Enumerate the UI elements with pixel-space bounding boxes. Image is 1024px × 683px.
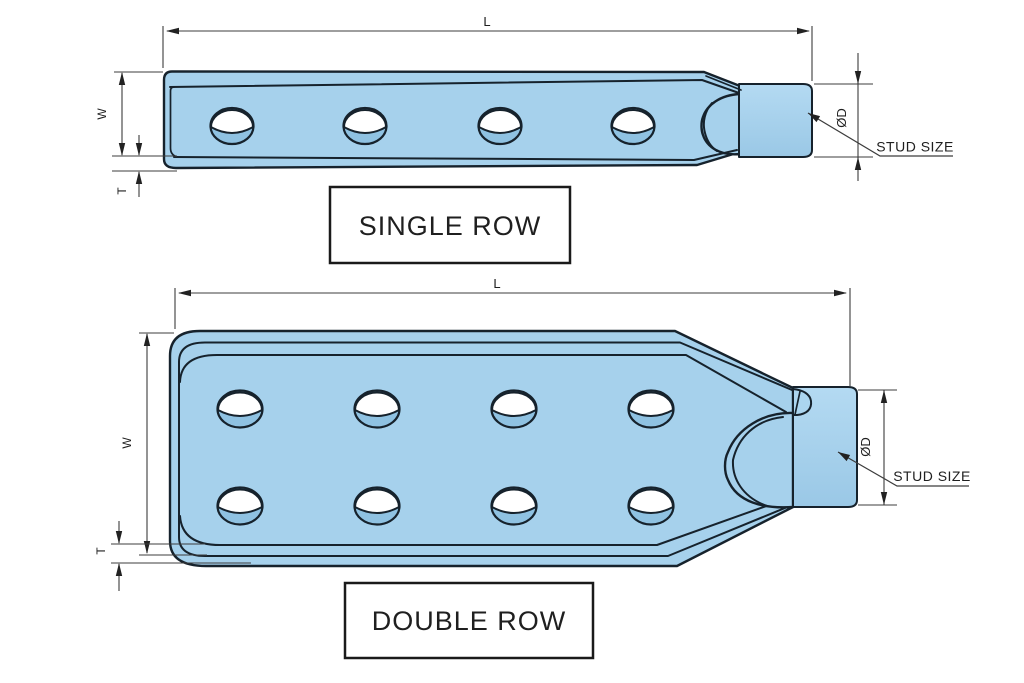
top-face-edge — [169, 79, 740, 94]
dim-label-width: W — [120, 437, 134, 449]
dimension-length: L — [162, 14, 813, 81]
stud-transition-cone — [700, 92, 742, 156]
left-face-edge — [169, 86, 178, 158]
stud-transition-cone — [723, 411, 795, 509]
caption-double-row: DOUBLE ROW — [343, 581, 595, 660]
bottom-face-edge — [179, 503, 773, 546]
arrowhead — [808, 113, 821, 123]
hole — [627, 389, 675, 429]
dimension-width: W — [120, 332, 207, 556]
arrowhead — [143, 333, 151, 346]
hole — [342, 106, 388, 146]
hole — [610, 106, 656, 146]
top-face-edge — [179, 354, 787, 413]
stud-size-label: STUD SIZE — [893, 468, 971, 484]
double-row-part — [168, 329, 858, 568]
arrowhead — [797, 27, 810, 35]
hole-opening — [343, 109, 387, 134]
arrowhead — [118, 72, 126, 85]
hole — [477, 106, 523, 146]
arrowhead — [178, 289, 191, 297]
caption-border — [343, 581, 595, 660]
cone-inner-edge — [731, 416, 784, 507]
arrowhead — [118, 143, 126, 156]
hole — [353, 486, 401, 526]
dimension-thickness: T — [112, 135, 177, 197]
hole-opening — [217, 391, 263, 417]
arrowhead — [834, 289, 847, 297]
hole — [353, 389, 401, 429]
hole-opening — [628, 391, 674, 417]
hole-opening — [217, 488, 263, 514]
stud — [738, 83, 813, 158]
hole-opening — [611, 109, 655, 134]
caption-border — [328, 185, 572, 265]
dim-label-length: L — [493, 276, 500, 291]
dim-label-thickness: T — [115, 187, 129, 195]
hole-opening — [354, 488, 400, 514]
hole — [216, 389, 264, 429]
arrowhead — [135, 171, 143, 184]
arrowhead — [880, 492, 888, 505]
dim-label-stud-diameter: ØD — [834, 108, 849, 128]
dimension-length: L — [174, 276, 851, 386]
top-chamfer-edge — [705, 75, 742, 91]
arrowhead — [115, 531, 123, 544]
dim-label-width: W — [95, 108, 109, 120]
single-row-part — [162, 70, 813, 170]
hole — [209, 106, 255, 146]
hole-opening — [491, 488, 537, 514]
hole — [627, 486, 675, 526]
cone-inner-edge — [702, 102, 718, 152]
bottom-face-edge — [173, 149, 738, 161]
stud-size-callout: STUD SIZE — [837, 451, 971, 487]
dim-label-thickness: T — [94, 547, 108, 555]
dim-label-length: L — [483, 14, 490, 29]
facet-crease-edge — [794, 390, 801, 416]
part-outline — [162, 70, 742, 170]
arrowhead — [838, 452, 851, 462]
caption-text: SINGLE ROW — [359, 211, 542, 241]
hole-opening — [478, 109, 522, 134]
caption-text: DOUBLE ROW — [372, 606, 567, 636]
dimension-stud-diameter: ØD — [814, 53, 873, 181]
hole — [490, 389, 538, 429]
leader-line — [807, 112, 953, 157]
double-row-drawing: L W T ØD — [94, 276, 971, 660]
arrowhead — [135, 143, 143, 156]
arrowhead — [115, 563, 123, 576]
mid-contour-edge — [178, 341, 793, 557]
hole-opening — [210, 109, 254, 134]
dimension-stud-diameter: ØD — [858, 389, 897, 506]
stud-size-callout: STUD SIZE — [807, 112, 954, 157]
caption-single-row: SINGLE ROW — [328, 185, 572, 265]
arrowhead — [880, 390, 888, 403]
hole — [216, 486, 264, 526]
single-row-drawing: L W T ØD — [95, 14, 954, 265]
leader-line — [837, 451, 969, 487]
arrowhead — [143, 541, 151, 554]
stud-size-label: STUD SIZE — [876, 139, 954, 155]
arrowhead — [166, 27, 179, 35]
hole-opening — [354, 391, 400, 417]
dimension-thickness: T — [94, 521, 251, 591]
hole — [490, 486, 538, 526]
stud — [792, 386, 858, 508]
dimension-width: W — [95, 71, 177, 157]
arrowhead — [854, 71, 862, 84]
arrowhead — [854, 157, 862, 170]
dim-label-stud-diameter: ØD — [858, 437, 873, 457]
stud-fillet-facet — [792, 388, 813, 416]
hole-opening — [628, 488, 674, 514]
hole-opening — [491, 391, 537, 417]
